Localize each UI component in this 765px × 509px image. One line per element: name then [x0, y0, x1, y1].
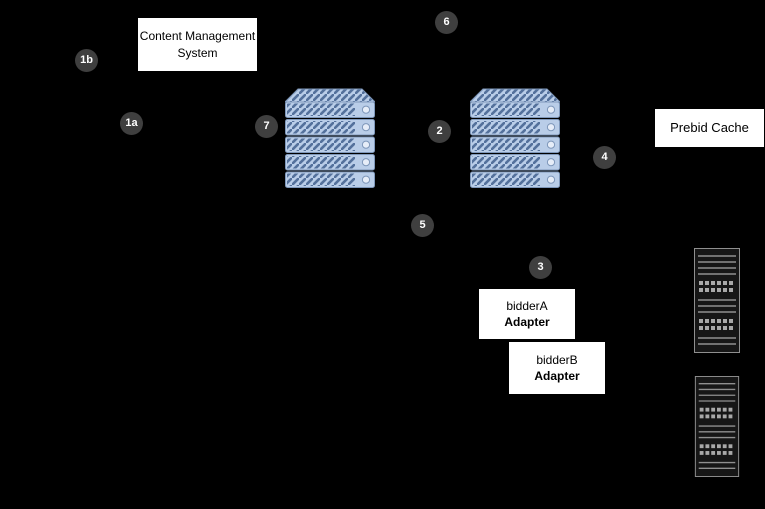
bidder-b-node: bidderB Adapter [508, 341, 606, 395]
server-rack-icon [694, 248, 740, 353]
bidder-a-name: bidderA [506, 298, 548, 313]
step-badge-5: 5 [411, 214, 434, 237]
step-badge-4: 4 [593, 146, 616, 169]
prebid-cache-label: Prebid Cache [670, 120, 749, 136]
prebid-cache-node: Prebid Cache [654, 108, 765, 148]
step-badge-3: 3 [529, 256, 552, 279]
bidder-a-type: Adapter [504, 315, 550, 329]
server-stack-icon [470, 87, 560, 190]
bidder-b-name: bidderB [536, 352, 578, 367]
step-badge-1b: 1b [75, 49, 98, 72]
step-badge-2: 2 [428, 120, 451, 143]
step-badge-1a: 1a [120, 112, 143, 135]
server-stack-icon [285, 87, 375, 190]
step-badge-7: 7 [255, 115, 278, 138]
server-rack-icon [694, 376, 740, 477]
step-badge-6: 6 [435, 11, 458, 34]
cms-node: Content Management System [137, 17, 258, 72]
cms-label-line1: Content Management [139, 29, 256, 44]
bidder-b-type: Adapter [534, 369, 580, 383]
bidder-a-node: bidderA Adapter [478, 288, 576, 340]
cms-label-line2: System [177, 45, 218, 60]
